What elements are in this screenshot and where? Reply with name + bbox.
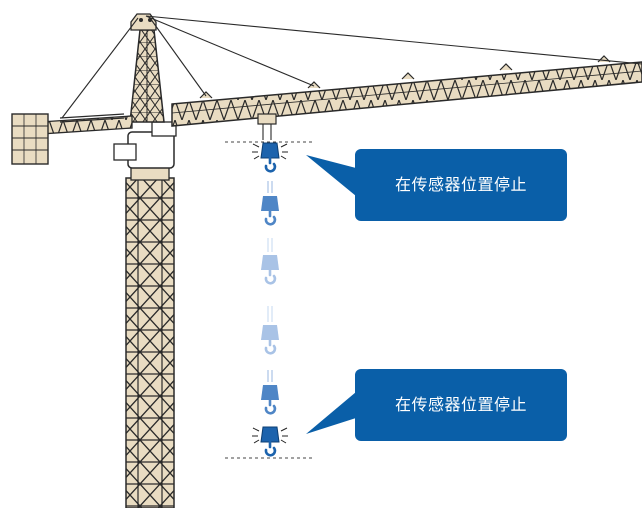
tower-top (129, 13, 165, 123)
main-jib (171, 55, 642, 127)
bottom-callout-label: 在传感器位置停止 (394, 395, 527, 414)
hook-icon-trail-1 (261, 181, 279, 226)
top-callout: 在传感器位置停止 (355, 149, 567, 221)
counterweight (11, 113, 49, 165)
hook-motion-trail (261, 181, 279, 415)
hook-icon-trail-4 (261, 370, 279, 415)
pendant-cables (61, 15, 642, 119)
hook-icon-trail-2 (261, 238, 279, 285)
bottom-callout: 在传感器位置停止 (355, 369, 567, 441)
bottom-callout-pointer (306, 392, 356, 434)
slewing-cab (113, 121, 177, 169)
top-callout-label: 在传感器位置停止 (394, 175, 527, 194)
tower-mast (125, 165, 175, 508)
hook-icon-bottom (252, 426, 288, 457)
top-callout-pointer (306, 155, 356, 196)
counter-jib (39, 113, 133, 135)
hook-icon-top (252, 142, 288, 173)
hook-icon-trail-3 (261, 306, 279, 355)
trolley (257, 113, 277, 140)
